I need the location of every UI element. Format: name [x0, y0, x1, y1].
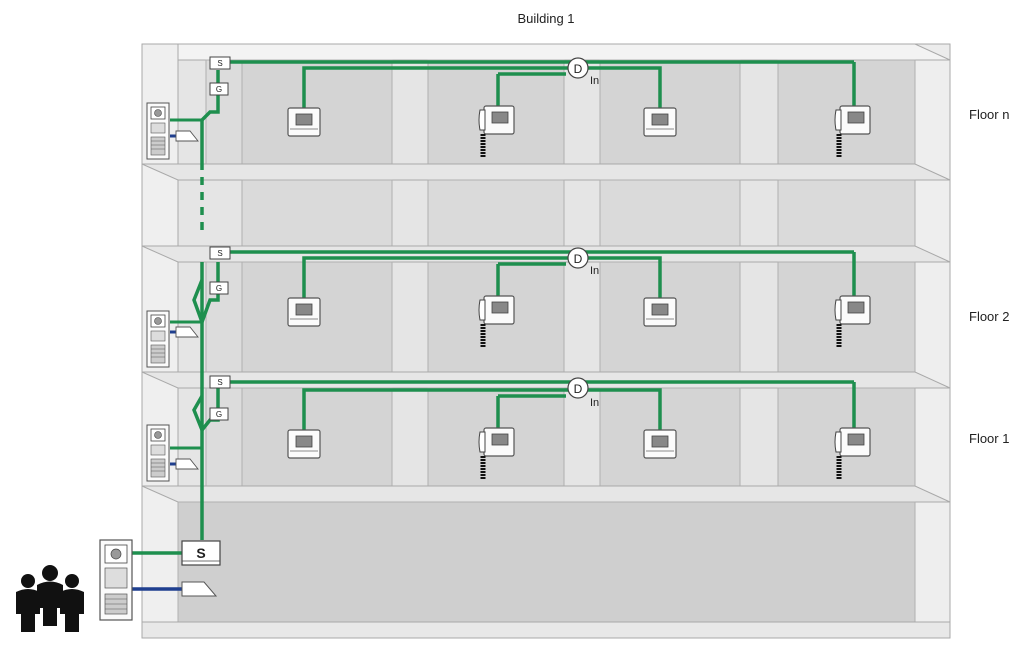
svg-text:S: S	[196, 545, 205, 561]
ground-base	[141, 621, 951, 639]
floor-n-rooms	[141, 59, 951, 181]
main-switch-box: S	[181, 540, 221, 566]
floor-label-1: Floor 1	[969, 431, 1009, 446]
floor-n-bus	[230, 60, 856, 110]
floor-1-rooms	[141, 387, 951, 503]
floor-label-2: Floor 2	[969, 309, 1009, 324]
video-monitor-icon	[643, 297, 677, 327]
door-station-icon	[146, 102, 170, 160]
svg-text:G: G	[216, 410, 222, 419]
floor-label-n: Floor n	[969, 107, 1009, 122]
distributor-floor-2: D In	[567, 247, 599, 277]
video-monitor-icon	[287, 429, 321, 459]
key-card-reader-icon	[181, 581, 218, 597]
input-label-floor-1: In	[590, 397, 599, 409]
distributor-floor-1: D In	[567, 377, 599, 409]
input-label-floor-n: In	[590, 75, 599, 87]
switch-box-floor-1: S	[209, 375, 231, 389]
riser-bus	[192, 70, 220, 540]
svg-text:S: S	[217, 378, 222, 387]
svg-text:G: G	[216, 284, 222, 293]
door-station-icon	[146, 424, 170, 482]
svg-text:D: D	[574, 382, 583, 396]
switch-box-floor-n: S	[209, 56, 231, 70]
main-entrance-links	[132, 551, 182, 591]
door-station-icon	[146, 310, 170, 368]
video-monitor-icon	[287, 297, 321, 327]
gateway-box-floor-n: G	[209, 82, 229, 96]
svg-text:G: G	[216, 85, 222, 94]
floor-2-rooms	[141, 261, 951, 389]
door-station-icon	[99, 539, 133, 621]
distributor-floor-n: D In	[567, 57, 599, 87]
video-monitor-icon	[287, 107, 321, 137]
svg-text:D: D	[574, 62, 583, 76]
ground-floor	[177, 501, 916, 623]
switch-box-floor-2: S	[209, 246, 231, 260]
input-label-floor-2: In	[590, 265, 599, 277]
building-title: Building 1	[517, 11, 574, 26]
video-monitor-icon	[643, 429, 677, 459]
svg-text:S: S	[217, 249, 222, 258]
svg-text:D: D	[574, 252, 583, 266]
video-monitor-icon	[643, 107, 677, 137]
floor-2-bus	[230, 250, 856, 298]
floor-1-bus	[230, 380, 856, 430]
floor-intermediate	[141, 179, 951, 263]
gateway-box-floor-2: G	[209, 281, 229, 295]
svg-text:S: S	[217, 59, 222, 68]
people-icon	[16, 565, 84, 632]
gateway-box-floor-1: G	[209, 407, 229, 421]
